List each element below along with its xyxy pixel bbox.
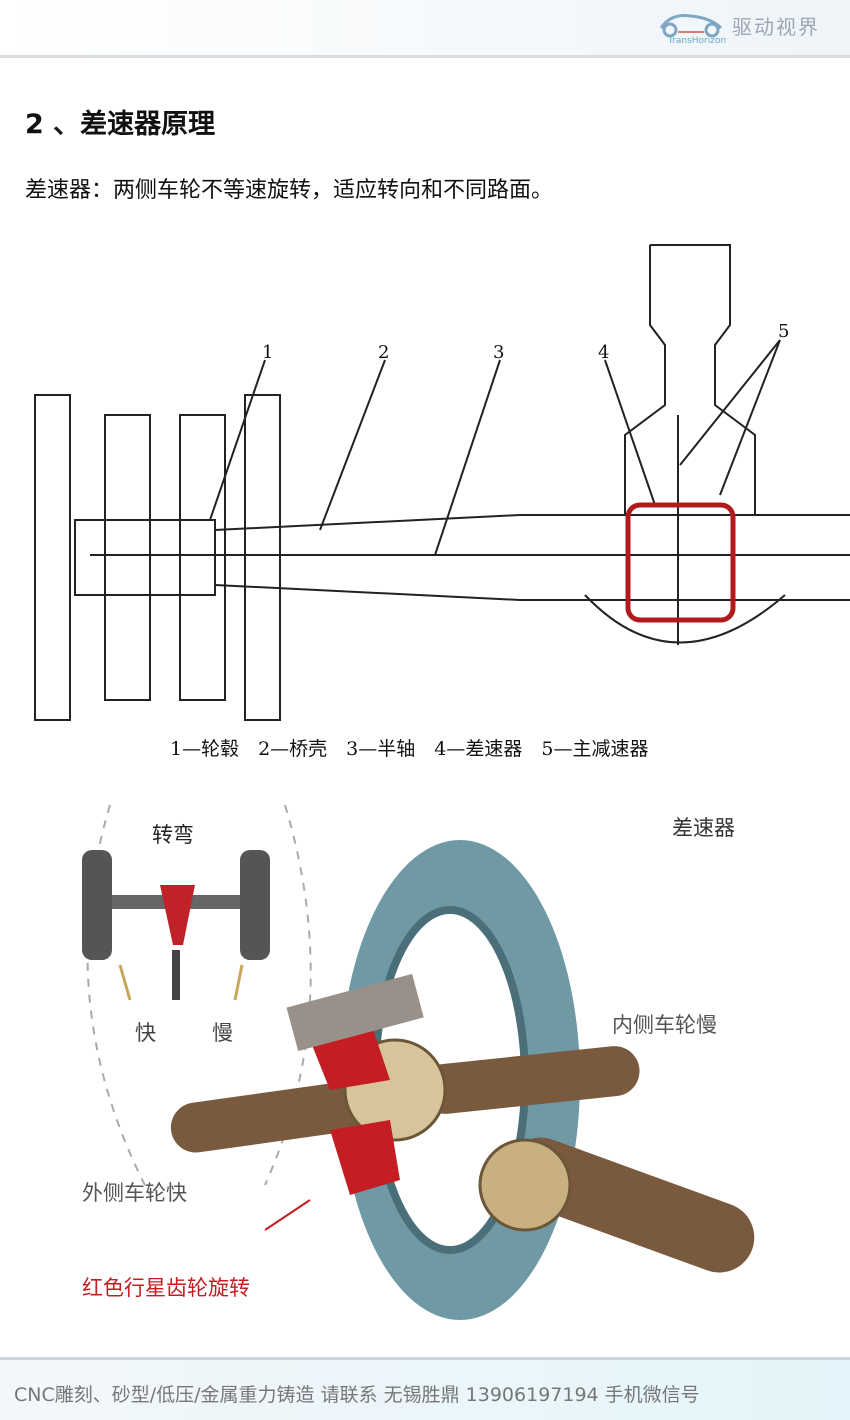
brand-logo: TransHorizon 驱动视界: [656, 10, 820, 46]
diagram-caption: 1—轮毂 2—桥壳 3—半轴 4—差速器 5—主减速器: [170, 738, 648, 760]
callout-3: 3: [493, 342, 504, 363]
label-slow: 慢: [212, 1021, 233, 1045]
callout-4: 4: [598, 342, 609, 363]
axle-diagram: 1 2 3 4 5 1—轮毂 2—桥壳 3—半轴 4—差速器 5—主减速器: [34, 244, 850, 760]
differential-illustration: 转弯 差速器 快 慢 内侧车轮慢 外侧车轮快 红色行星齿轮旋转: [82, 804, 755, 1320]
label-turn: 转弯: [152, 823, 194, 847]
differential-highlight: [625, 502, 736, 623]
callout-2: 2: [378, 342, 389, 363]
label-inner-wheel: 内侧车轮慢: [612, 1013, 717, 1037]
car-logo-icon: [659, 14, 723, 38]
label-outer-wheel: 外侧车轮快: [82, 1181, 187, 1205]
header-bar: TransHorizon 驱动视界: [0, 0, 850, 58]
logo-text: 驱动视界: [732, 14, 820, 39]
callout-5: 5: [778, 321, 789, 342]
label-fast: 快: [135, 1021, 156, 1045]
intro-text: 差速器：两侧车轮不等速旋转，适应转向和不同路面。: [25, 178, 554, 203]
label-planet-gear: 红色行星齿轮旋转: [82, 1276, 250, 1300]
section-title: 2 、差速器原理: [25, 109, 216, 140]
logo-subtitle: TransHorizon: [668, 36, 727, 46]
footer-bar: CNC雕刻、砂型/低压/金属重力铸造 请联系 无锡胜鼎 13906197194 …: [0, 1357, 850, 1420]
footer-contact-text: CNC雕刻、砂型/低压/金属重力铸造 请联系 无锡胜鼎 13906197194 …: [14, 1384, 700, 1406]
callout-1: 1: [262, 342, 273, 363]
label-differential: 差速器: [672, 816, 735, 840]
